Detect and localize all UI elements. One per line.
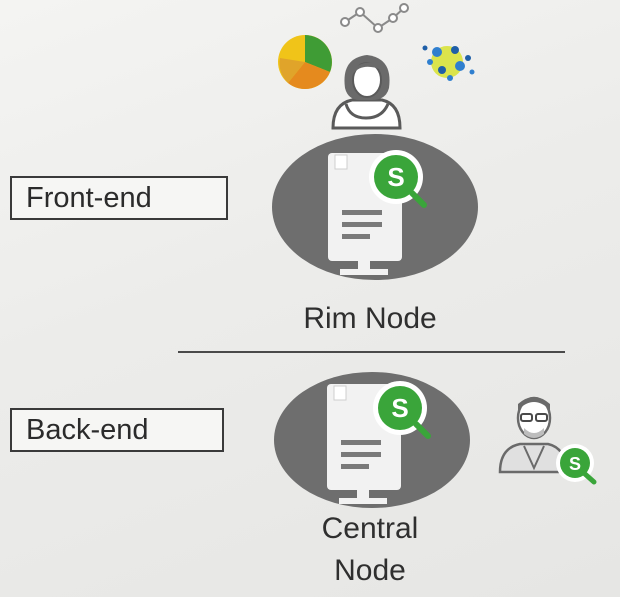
- central-node-label-line1: Central: [321, 512, 419, 545]
- pie-chart-icon: [278, 35, 332, 89]
- network-graph-icon: [340, 3, 409, 33]
- qlik-sense-badge-icon: S: [373, 381, 431, 439]
- rim-node-label: Rim Node: [303, 302, 437, 335]
- rim-node-server-icon: S: [272, 134, 478, 280]
- central-node-label-line2: Node: [334, 554, 406, 587]
- svg-text:S: S: [387, 162, 404, 192]
- tier-divider-line: [178, 351, 565, 353]
- user-group: [278, 3, 475, 130]
- admin-group: S: [498, 396, 597, 485]
- backend-label: Back-end: [10, 408, 224, 452]
- svg-text:S: S: [569, 454, 581, 474]
- user-avatar-icon: [331, 55, 402, 130]
- svg-text:S: S: [391, 393, 408, 423]
- qlik-sense-badge-icon: S: [556, 444, 597, 485]
- admin-avatar-icon: [498, 396, 568, 474]
- central-node-server-icon: S: [274, 372, 470, 508]
- central-node-label: Central Node: [270, 508, 470, 592]
- scatter-plot-icon: [422, 45, 475, 81]
- qlik-sense-badge-icon: S: [369, 150, 427, 208]
- frontend-label: Front-end: [10, 176, 228, 220]
